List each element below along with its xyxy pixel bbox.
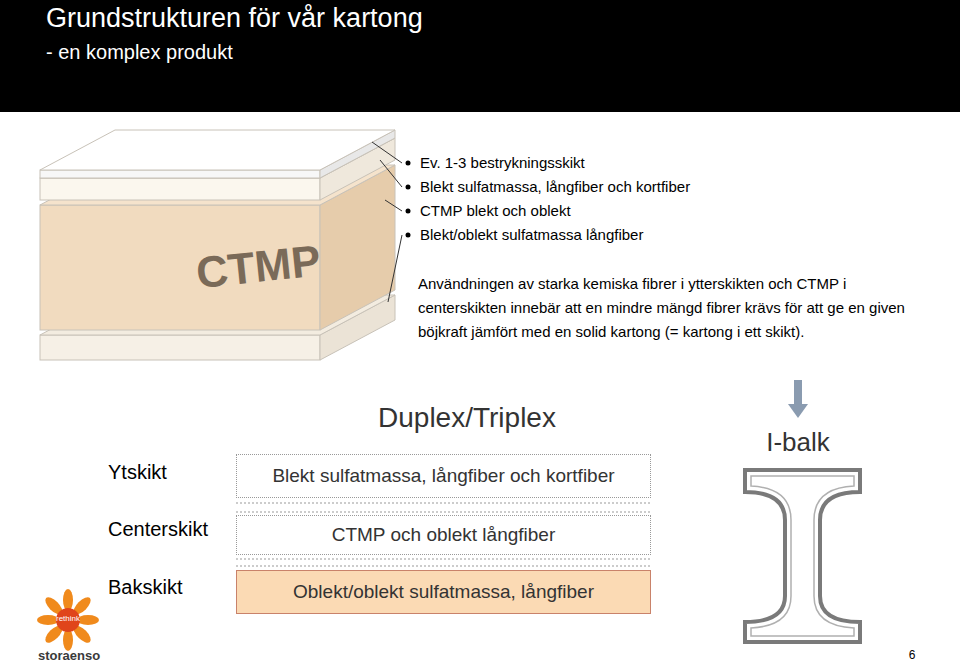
section-heading: Duplex/Triplex — [352, 400, 582, 435]
bullet-text: Blekt sulfatmassa, långfiber och kortfib… — [420, 178, 840, 197]
layer-name: Ytskikt — [108, 460, 233, 485]
page-number: 6 — [902, 648, 922, 663]
bullet-text: CTMP blekt och oblekt — [420, 202, 840, 221]
layer-name: Centerskikt — [108, 517, 233, 542]
layer-band: Blekt sulfatmassa, långfiber och kortfib… — [236, 454, 651, 498]
band-text: Blekt sulfatmassa, långfiber och kortfib… — [272, 464, 614, 488]
band-text: Oblekt/oblekt sulfatmassa, långfiber — [293, 580, 594, 604]
layer-name: Bakskikt — [108, 575, 233, 600]
layer-band: Oblekt/oblekt sulfatmassa, långfiber — [236, 570, 651, 614]
slide-title: Grundstrukturen för vår kartong — [46, 2, 423, 36]
band-text: CTMP och oblekt långfiber — [332, 523, 556, 547]
subtitle: - en komplex produkt — [46, 40, 446, 65]
bullet-text: Blekt/oblekt sulfatmassa långfiber — [420, 226, 840, 245]
bullet-text: Ev. 1-3 bestrykningsskikt — [420, 154, 840, 173]
layer-band: CTMP och oblekt långfiber — [236, 515, 651, 555]
beam-heading: I-balk — [740, 426, 856, 459]
explanation-note: Användningen av starka kemiska fibrer i … — [418, 272, 938, 344]
logo-tag: rethink — [48, 614, 88, 624]
logo-wordmark: storaenso — [38, 648, 138, 664]
